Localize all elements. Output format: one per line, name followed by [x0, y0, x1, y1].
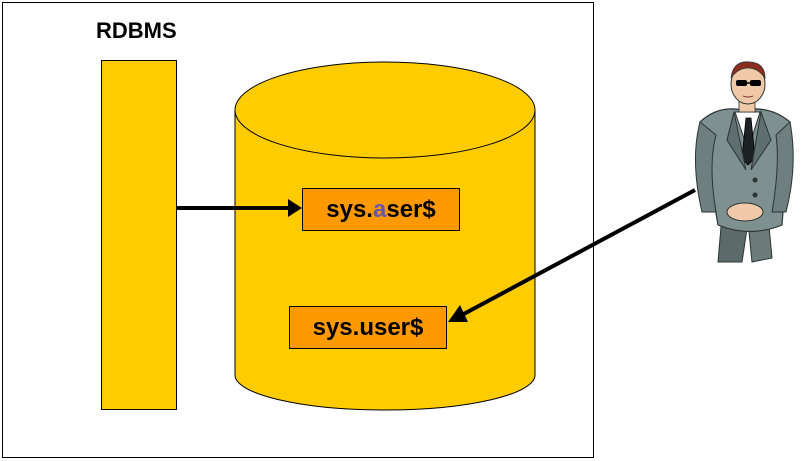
arrow-person-to-box [459, 188, 696, 318]
rdbms-bar [101, 60, 177, 410]
database-cylinder [234, 61, 536, 411]
sys-aser-prefix: sys. [326, 195, 373, 223]
sys-aser-accent-letter: a [372, 195, 387, 223]
arrowhead-top [288, 199, 302, 217]
diagram-frame [2, 2, 594, 458]
diagram-title: RDBMS [96, 18, 177, 43]
suited-man-with-sunglasses-icon [695, 61, 794, 263]
arrowhead-bottom [448, 305, 468, 322]
sys-user-label: sys.user$ [312, 313, 424, 341]
sys-aser-suffix: ser$ [386, 195, 436, 223]
sys-user-table-box: sys.user$ [289, 306, 447, 349]
